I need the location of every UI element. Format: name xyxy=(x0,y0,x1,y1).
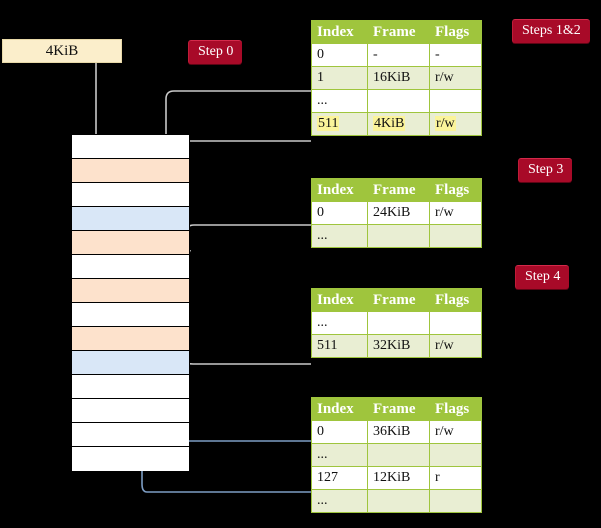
column-header-index: Index xyxy=(311,288,368,312)
memory-tick xyxy=(57,134,71,135)
table-row: ... xyxy=(311,489,482,513)
cell-index: 0 xyxy=(311,43,368,67)
badge-step-4: Step 4 xyxy=(515,265,570,289)
memory-frame-row xyxy=(72,303,189,327)
cell-frame: - xyxy=(367,43,430,67)
memory-tick xyxy=(57,133,71,134)
table-row: ... xyxy=(311,311,482,335)
column-header-frame: Frame xyxy=(367,288,430,312)
physical-memory-column xyxy=(71,134,190,471)
cell-index: 511 xyxy=(311,334,368,358)
cell-index: ... xyxy=(311,89,368,113)
cell-frame: 36KiB xyxy=(367,420,430,444)
table-row: 511 4KiB r/w xyxy=(311,112,482,136)
cell-frame xyxy=(367,89,430,113)
table-row: 0-- xyxy=(311,43,482,67)
highlighted-value: r/w xyxy=(435,116,456,131)
column-header-frame: Frame xyxy=(367,178,430,202)
badge-steps-1-2: Steps 1&2 xyxy=(512,19,590,43)
memory-frame-row xyxy=(72,159,189,183)
frame-label-box: 4KiB xyxy=(2,39,122,63)
column-header-index: Index xyxy=(311,178,368,202)
cell-frame xyxy=(367,489,430,513)
cell-flags: r/w xyxy=(429,66,482,90)
column-header-flags: Flags xyxy=(429,20,482,44)
cell-index: ... xyxy=(311,443,368,467)
memory-frame-row xyxy=(72,399,189,423)
cell-frame xyxy=(367,224,430,248)
cell-flags xyxy=(429,489,482,513)
column-header-flags: Flags xyxy=(429,397,482,421)
memory-frame-row xyxy=(72,327,189,351)
cell-flags: r/w xyxy=(429,112,482,136)
cell-flags: - xyxy=(429,43,482,67)
memory-frame-row xyxy=(72,375,189,399)
memory-frame-row xyxy=(72,351,189,375)
cell-flags: r xyxy=(429,466,482,490)
cell-flags xyxy=(429,311,482,335)
cell-flags xyxy=(429,224,482,248)
memory-frame-row xyxy=(72,255,189,279)
cell-index: 1 xyxy=(311,66,368,90)
cell-flags xyxy=(429,443,482,467)
cell-frame xyxy=(367,443,430,467)
column-header-index: Index xyxy=(311,397,368,421)
cell-index: ... xyxy=(311,489,368,513)
memory-frame-row xyxy=(72,183,189,207)
memory-tick xyxy=(57,230,71,231)
memory-tick xyxy=(57,278,71,279)
column-header-index: Index xyxy=(311,20,368,44)
memory-tick xyxy=(57,326,71,327)
cell-index: 511 xyxy=(311,112,368,136)
memory-frame-row xyxy=(72,279,189,303)
cell-index: ... xyxy=(311,311,368,335)
cell-frame xyxy=(367,311,430,335)
badge-step-3: Step 3 xyxy=(518,158,573,182)
cell-index: 0 xyxy=(311,201,368,225)
memory-frame-row xyxy=(72,231,189,255)
highlighted-value: 4KiB xyxy=(373,116,406,131)
table-row: ... xyxy=(311,443,482,467)
cell-frame: 16KiB xyxy=(367,66,430,90)
memory-frame-row xyxy=(72,423,189,447)
table-row: ... xyxy=(311,224,482,248)
cell-flags xyxy=(429,89,482,113)
highlighted-value: 511 xyxy=(317,116,340,131)
memory-frame-row xyxy=(72,135,189,159)
cell-index: 127 xyxy=(311,466,368,490)
column-header-flags: Flags xyxy=(429,178,482,202)
cell-frame: 4KiB xyxy=(367,112,430,136)
cell-index: 0 xyxy=(311,420,368,444)
cell-frame: 24KiB xyxy=(367,201,430,225)
cell-flags: r/w xyxy=(429,334,482,358)
cell-flags: r/w xyxy=(429,420,482,444)
cell-index: ... xyxy=(311,224,368,248)
column-header-frame: Frame xyxy=(367,397,430,421)
memory-frame-row xyxy=(72,207,189,231)
badge-step-0: Step 0 xyxy=(188,40,243,64)
memory-frame-row xyxy=(72,447,189,471)
cell-frame: 12KiB xyxy=(367,466,430,490)
cell-flags: r/w xyxy=(429,201,482,225)
cell-frame: 32KiB xyxy=(367,334,430,358)
column-header-flags: Flags xyxy=(429,288,482,312)
table-row: ... xyxy=(311,89,482,113)
column-header-frame: Frame xyxy=(367,20,430,44)
memory-tick xyxy=(57,158,71,159)
